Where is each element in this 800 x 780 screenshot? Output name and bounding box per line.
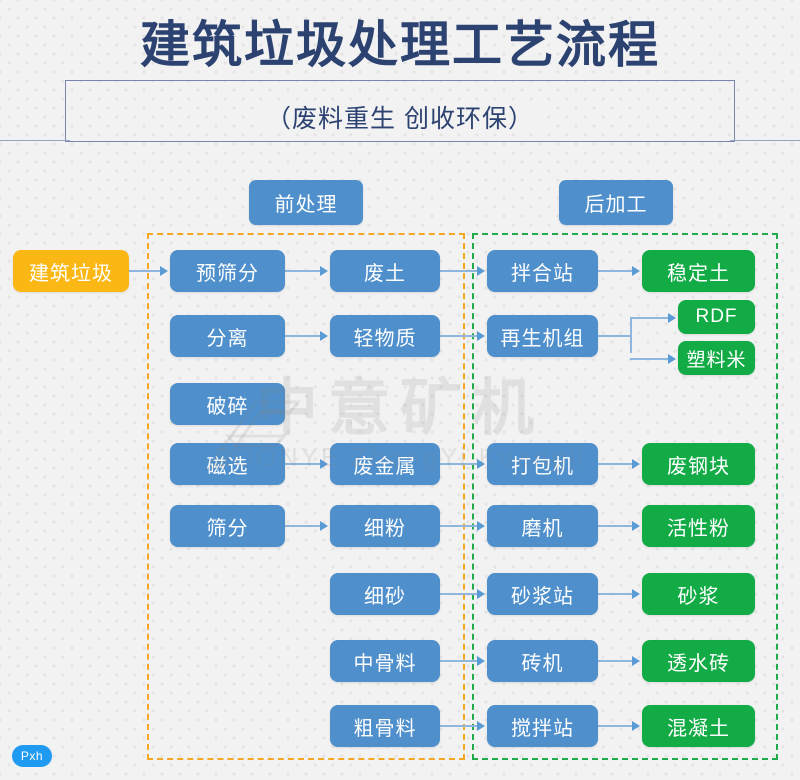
- connector-magnetic-to-scrap-metal: [285, 463, 322, 465]
- connector-mortar-station-to-mortar: [598, 593, 634, 595]
- node-baler[interactable]: 打包机: [487, 443, 598, 485]
- node-construction-waste[interactable]: 建筑垃圾: [13, 250, 129, 292]
- connector-regeneration-unit-stub: [598, 335, 630, 337]
- connector-fine-sand-to-mortar-station: [440, 593, 479, 595]
- connector-fine-powder-to-grinding-mill: [440, 525, 479, 527]
- connector-branch-to-rdf: [630, 317, 670, 319]
- connector-waste-soil-to-mixing-station: [440, 270, 479, 272]
- node-mixing-station[interactable]: 拌合站: [487, 250, 598, 292]
- arrowhead-mortar-station: [477, 589, 485, 599]
- node-scrap-steel[interactable]: 废钢块: [642, 443, 755, 485]
- node-mortar[interactable]: 砂浆: [642, 573, 755, 615]
- connector-separation-to-light-material: [285, 335, 322, 337]
- connector-branch-to-plastic-pellet: [630, 358, 670, 360]
- arrowhead-active-powder: [632, 521, 640, 531]
- corner-badge: Pxh: [12, 745, 52, 767]
- node-scrap-metal[interactable]: 废金属: [330, 443, 440, 485]
- node-stirring-station[interactable]: 搅拌站: [487, 705, 598, 747]
- node-plastic-pellet[interactable]: 塑料米: [678, 341, 755, 375]
- node-active-powder[interactable]: 活性粉: [642, 505, 755, 547]
- group-box-post-process: [472, 233, 778, 760]
- arrowhead-prescreening: [160, 266, 168, 276]
- node-light-material[interactable]: 轻物质: [330, 315, 440, 357]
- arrowhead-stabilized-soil: [632, 266, 640, 276]
- node-waste-soil[interactable]: 废土: [330, 250, 440, 292]
- page-subtitle: （废料重生 创收环保）: [0, 99, 800, 135]
- title-frame: [65, 80, 735, 142]
- node-regeneration-unit[interactable]: 再生机组: [487, 315, 598, 357]
- arrowhead-mortar: [632, 589, 640, 599]
- node-fine-powder[interactable]: 细粉: [330, 505, 440, 547]
- group-label-post-process[interactable]: 后加工: [559, 180, 673, 225]
- connector-screening-to-fine-powder: [285, 525, 322, 527]
- connector-coarse-aggregate-to-stirring-station: [440, 725, 479, 727]
- connector-source-to-prescreening: [129, 270, 162, 272]
- node-grinding-mill[interactable]: 磨机: [487, 505, 598, 547]
- arrowhead-light-material: [320, 331, 328, 341]
- arrowhead-fine-powder: [320, 521, 328, 531]
- node-rdf[interactable]: RDF: [678, 300, 755, 334]
- node-magnetic-separation[interactable]: 磁选: [170, 443, 285, 485]
- connector-grinding-mill-to-active-powder: [598, 525, 634, 527]
- title-rule-right: [730, 140, 800, 141]
- arrowhead-scrap-metal: [320, 459, 328, 469]
- arrowhead-mixing-station: [477, 266, 485, 276]
- title-rule-left: [0, 140, 70, 141]
- arrowhead-plastic-pellet: [668, 354, 676, 364]
- connector-scrap-metal-to-baler: [440, 463, 479, 465]
- node-stabilized-soil[interactable]: 稳定土: [642, 250, 755, 292]
- arrowhead-rdf: [668, 313, 676, 323]
- node-concrete[interactable]: 混凝土: [642, 705, 755, 747]
- connector-prescreening-to-waste-soil: [285, 270, 322, 272]
- arrowhead-regeneration-unit: [477, 331, 485, 341]
- arrowhead-baler: [477, 459, 485, 469]
- arrowhead-brick-machine: [477, 656, 485, 666]
- node-fine-sand[interactable]: 细砂: [330, 573, 440, 615]
- arrowhead-stirring-station: [477, 721, 485, 731]
- arrowhead-waste-soil: [320, 266, 328, 276]
- node-coarse-aggregate[interactable]: 粗骨料: [330, 705, 440, 747]
- group-box-pre-treatment: [147, 233, 465, 760]
- page-title: 建筑垃圾处理工艺流程: [140, 17, 660, 73]
- node-screening[interactable]: 筛分: [170, 505, 285, 547]
- node-medium-aggregate[interactable]: 中骨料: [330, 640, 440, 682]
- node-permeable-brick[interactable]: 透水砖: [642, 640, 755, 682]
- connector-brick-machine-to-permeable-brick: [598, 660, 634, 662]
- node-mortar-station[interactable]: 砂浆站: [487, 573, 598, 615]
- arrowhead-grinding-mill: [477, 521, 485, 531]
- node-brick-machine[interactable]: 砖机: [487, 640, 598, 682]
- connector-baler-to-scrap-steel: [598, 463, 634, 465]
- arrowhead-concrete: [632, 721, 640, 731]
- page-subtitle-text: （废料重生 创收环保）: [256, 105, 544, 133]
- node-crushing[interactable]: 破碎: [170, 383, 285, 425]
- arrowhead-permeable-brick: [632, 656, 640, 666]
- connector-medium-aggregate-to-brick-machine: [440, 660, 479, 662]
- group-label-pre-treatment[interactable]: 前处理: [249, 180, 363, 225]
- arrowhead-scrap-steel: [632, 459, 640, 469]
- node-separation[interactable]: 分离: [170, 315, 285, 357]
- node-pre-screening[interactable]: 预筛分: [170, 250, 285, 292]
- connector-stirring-station-to-concrete: [598, 725, 634, 727]
- connector-regeneration-branch-trunk: [630, 317, 632, 353]
- connector-light-material-to-regeneration-unit: [440, 335, 479, 337]
- connector-mixing-station-to-stabilized-soil: [598, 270, 634, 272]
